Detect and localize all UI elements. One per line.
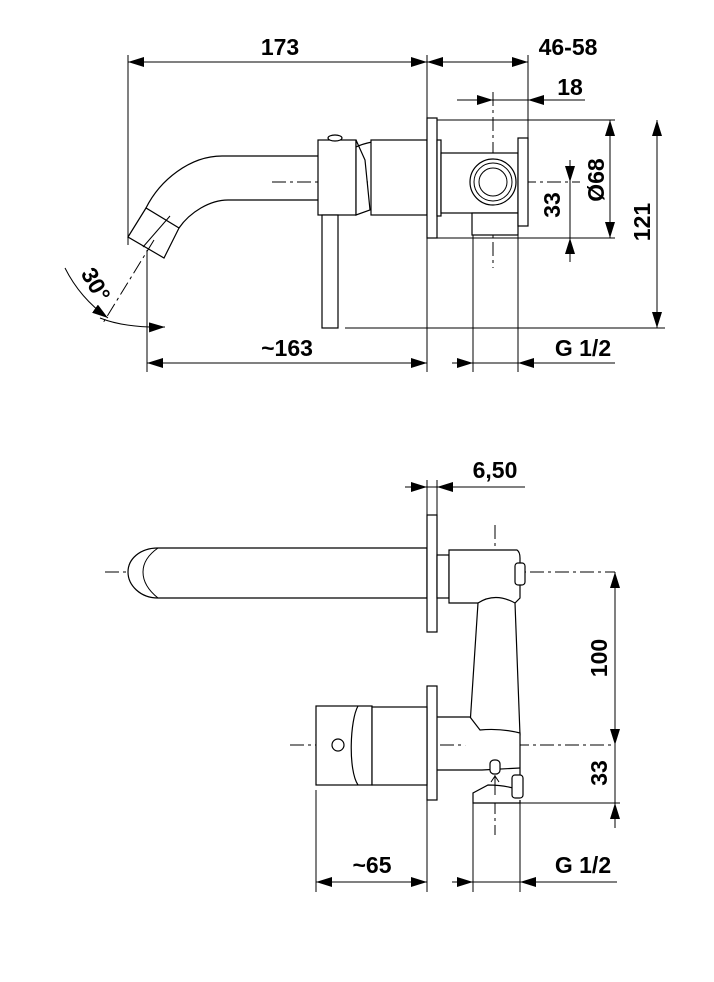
dim-30-degrees: 30° xyxy=(76,263,116,306)
extension-lines xyxy=(315,480,620,892)
dim-6-50: 6,50 xyxy=(473,457,518,483)
wall-plate-upper xyxy=(426,514,438,633)
inlet-arrow-icon xyxy=(490,775,500,795)
spout xyxy=(127,547,428,599)
top-view: 173 46-58 18 Ø68 33 121 30° ~163 G 1/2 xyxy=(64,34,665,372)
dim-173: 173 xyxy=(261,34,299,60)
dim-163: ~163 xyxy=(261,335,313,361)
spout-body xyxy=(448,549,521,604)
handle-marker xyxy=(331,738,345,752)
dim-121: 121 xyxy=(629,203,655,242)
wall-plate-lower xyxy=(426,685,438,801)
dim-diameter-68: Ø68 xyxy=(583,158,609,202)
dim-g12-top: G 1/2 xyxy=(555,335,611,361)
riser xyxy=(469,596,521,739)
handle xyxy=(315,705,428,786)
dim-100: 100 xyxy=(586,639,612,677)
dim-g12-bottom: G 1/2 xyxy=(555,852,611,878)
dim-33-top: 33 xyxy=(539,192,565,218)
dim-46-58: 46-58 xyxy=(539,34,598,60)
dim-33-bottom: 33 xyxy=(586,760,612,786)
valve-body xyxy=(426,117,529,239)
front-view: 6,50 100 33 ~65 G 1/2 xyxy=(105,457,620,892)
dim-65: ~65 xyxy=(352,852,391,878)
handle xyxy=(317,134,428,329)
dim-18: 18 xyxy=(557,74,583,100)
spout xyxy=(102,155,318,324)
angle-arc xyxy=(99,317,166,333)
